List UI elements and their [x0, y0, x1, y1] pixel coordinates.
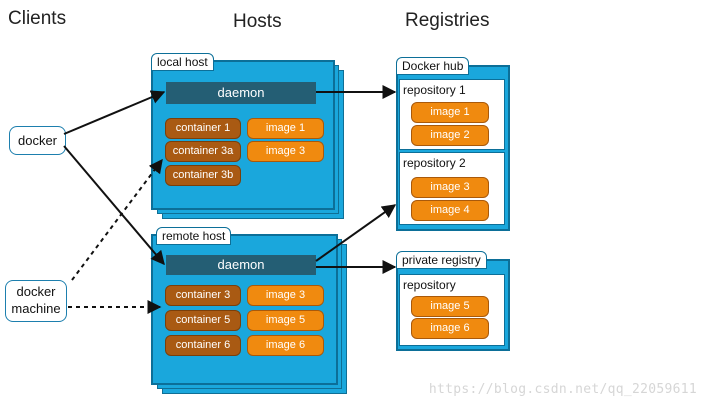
registries-title: Registries — [405, 10, 490, 31]
local-container-3b: container 3b — [165, 165, 241, 186]
remote-host-daemon: daemon — [166, 255, 316, 275]
remote-container-3: container 3 — [165, 285, 241, 306]
hosts-title: Hosts — [233, 11, 282, 32]
clients-title: Clients — [8, 8, 67, 29]
hub-repo1-image-1: image 1 — [411, 102, 489, 123]
arrow-docker-to-local-daemon — [63, 90, 166, 135]
local-container-1: container 1 — [165, 118, 241, 139]
private-registry-label: private registry — [396, 251, 487, 269]
local-image-1: image 1 — [247, 118, 324, 139]
private-repository-label: repository — [403, 278, 456, 292]
local-host-daemon: daemon — [166, 82, 316, 104]
local-container-3a: container 3a — [165, 141, 241, 162]
private-image-5: image 5 — [411, 296, 489, 317]
hub-repo1-image-2: image 2 — [411, 125, 489, 146]
local-image-3: image 3 — [247, 141, 324, 162]
local-host-label: local host — [151, 53, 214, 71]
repository-2-label: repository 2 — [403, 156, 466, 170]
arrow-remote-daemon-to-hub — [315, 204, 397, 262]
repository-1-label: repository 1 — [403, 83, 466, 97]
hub-repo2-image-3: image 3 — [411, 177, 489, 198]
remote-image-6: image 6 — [247, 335, 324, 356]
remote-image-5: image 5 — [247, 310, 324, 331]
docker-machine-client: docker machine — [5, 280, 67, 322]
private-image-6: image 6 — [411, 318, 489, 339]
docker-client: docker — [9, 126, 66, 155]
docker-hub-label: Docker hub — [396, 57, 470, 75]
remote-container-5: container 5 — [165, 310, 241, 331]
arrow-machine-to-local-host — [71, 158, 163, 281]
arrow-docker-to-remote-daemon — [63, 145, 165, 266]
hub-repo2-image-4: image 4 — [411, 200, 489, 221]
remote-image-3: image 3 — [247, 285, 324, 306]
remote-host-label: remote host — [156, 227, 232, 245]
watermark: https://blog.csdn.net/qq_22059611 — [428, 382, 697, 397]
remote-container-6: container 6 — [165, 335, 241, 356]
